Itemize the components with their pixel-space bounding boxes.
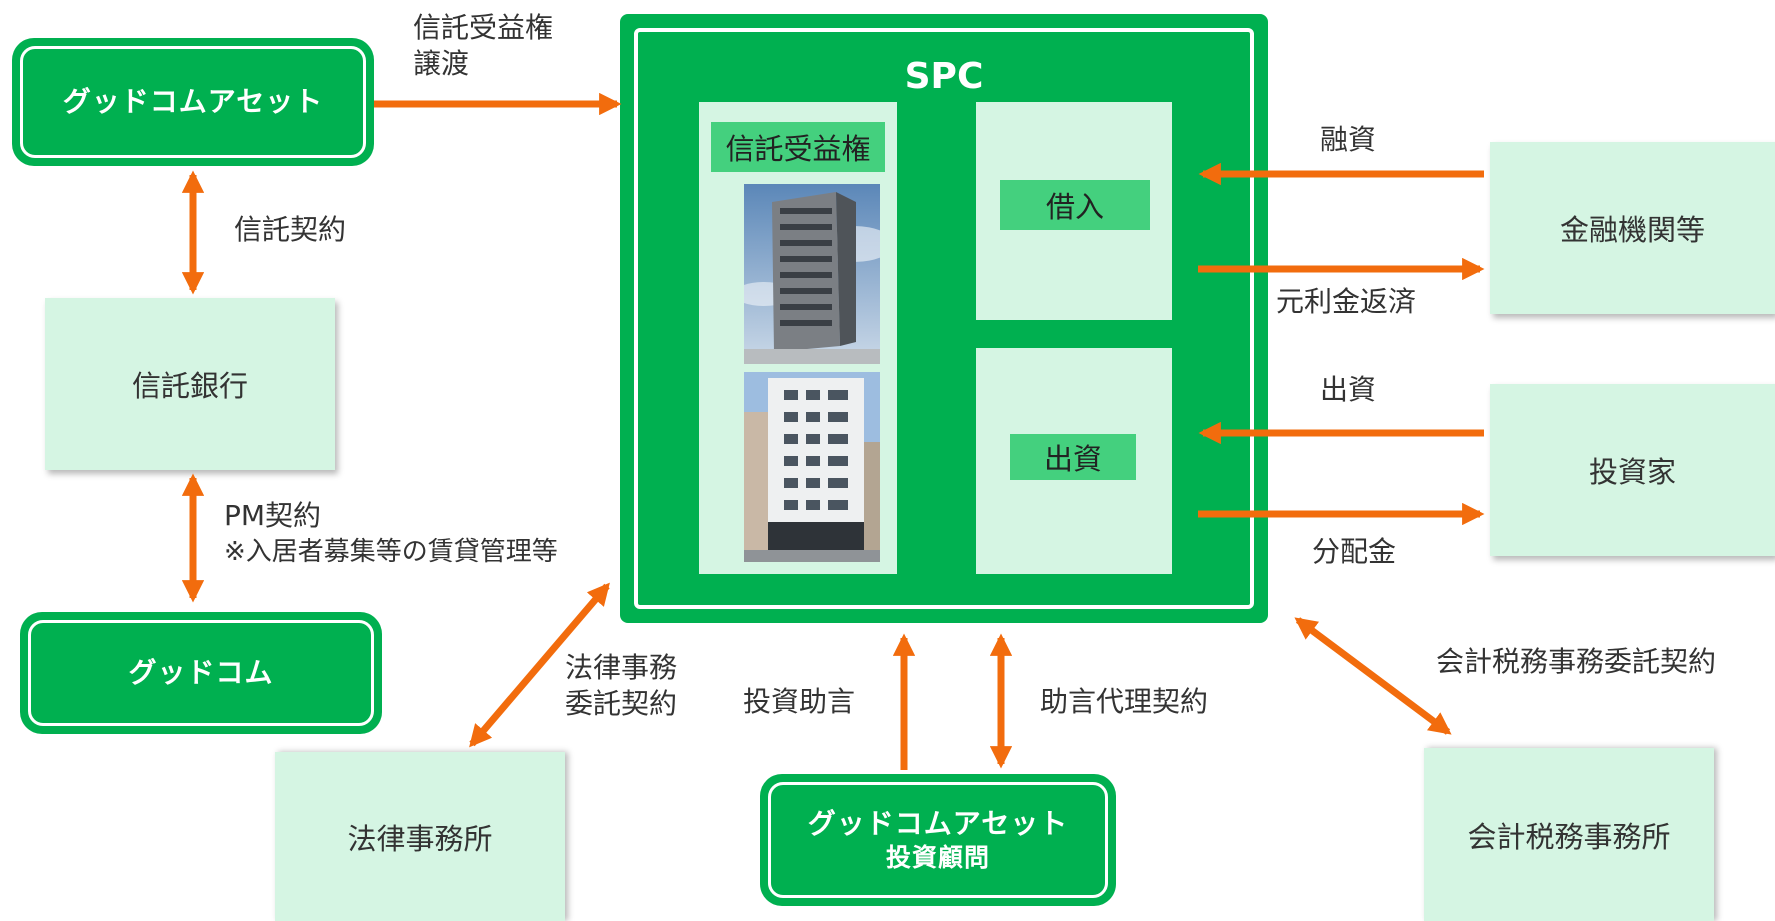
distribution-label: 分配金 bbox=[1312, 535, 1397, 568]
pm-note-label: ※入居者募集等の賃貸管理等 bbox=[224, 537, 558, 567]
investment-advice-label: 投資助言 bbox=[743, 685, 856, 718]
legal-contract-line1: 法律事務 bbox=[565, 651, 678, 684]
investment-label: 出資 bbox=[1320, 373, 1377, 406]
advisor-label-line2: 投資顧問 bbox=[885, 842, 990, 872]
goodcom-asset-border bbox=[20, 46, 366, 158]
law-office-box: 法律事務所 bbox=[275, 752, 565, 921]
building-photo-1 bbox=[744, 184, 880, 364]
transfer-label: 信託受益権 譲渡 bbox=[413, 10, 553, 83]
spc-title: SPC bbox=[904, 56, 984, 97]
building-photo-2 bbox=[744, 372, 880, 562]
borrowing-panel: 借入 bbox=[976, 102, 1172, 320]
goodcom-label: グッドコム bbox=[128, 655, 274, 689]
trust-right-panel: 信託受益権 bbox=[699, 102, 897, 574]
trust-right-chip: 信託受益権 bbox=[711, 122, 885, 172]
transfer-label-line2: 譲渡 bbox=[413, 47, 470, 81]
trust-right-label: 信託受益権 bbox=[725, 132, 871, 166]
goodcom-asset-box: グッドコムアセット bbox=[12, 38, 374, 166]
equity-chip: 出資 bbox=[1010, 434, 1136, 480]
goodcom-border bbox=[28, 620, 374, 726]
trust-bank-box: 信託銀行 bbox=[45, 298, 335, 470]
spc-border bbox=[634, 28, 1254, 609]
accounting-office-label: 会計税務事務所 bbox=[1467, 819, 1671, 854]
advisor-border bbox=[768, 782, 1108, 898]
accounting-contract-arrow bbox=[1294, 617, 1452, 735]
advisor-label-line1: グッドコムアセット bbox=[807, 806, 1069, 840]
financial-institution-box: 金融機関等 bbox=[1490, 142, 1775, 314]
spc-box: SPC 信託受益権 bbox=[620, 14, 1268, 623]
advisor-label-group: グッドコムアセット 投資顧問 bbox=[808, 806, 1068, 875]
pm-contract-label: PM契約 bbox=[224, 499, 322, 532]
equity-label: 出資 bbox=[1043, 442, 1102, 476]
building-2-image bbox=[744, 372, 880, 562]
trust-contract-label: 信託契約 bbox=[234, 213, 347, 246]
financing-label: 融資 bbox=[1320, 123, 1377, 156]
investor-label: 投資家 bbox=[1588, 455, 1676, 489]
advisor-box: グッドコムアセット 投資顧問 bbox=[760, 774, 1116, 906]
goodcom-asset-label: グッドコムアセット bbox=[62, 84, 324, 118]
repayment-label: 元利金返済 bbox=[1276, 285, 1417, 318]
investor-box: 投資家 bbox=[1490, 384, 1775, 556]
equity-panel: 出資 bbox=[976, 348, 1172, 574]
legal-contract-line2: 委託契約 bbox=[565, 687, 678, 721]
accounting-office-box: 会計税務事務所 bbox=[1424, 748, 1714, 921]
financial-institution-label: 金融機関等 bbox=[1559, 213, 1705, 247]
legal-contract-label: 法律事務 委託契約 bbox=[565, 650, 677, 723]
building-1-image bbox=[744, 184, 880, 364]
goodcom-box: グッドコム bbox=[20, 612, 382, 734]
borrowing-chip: 借入 bbox=[1000, 180, 1150, 230]
transfer-label-line1: 信託受益権 bbox=[413, 11, 554, 44]
accounting-contract-label: 会計税務事務委託契約 bbox=[1436, 645, 1717, 678]
trust-bank-label: 信託銀行 bbox=[131, 369, 248, 403]
borrowing-label: 借入 bbox=[1045, 190, 1104, 224]
advisory-agency-label: 助言代理契約 bbox=[1040, 685, 1209, 718]
law-office-label: 法律事務所 bbox=[347, 821, 493, 856]
